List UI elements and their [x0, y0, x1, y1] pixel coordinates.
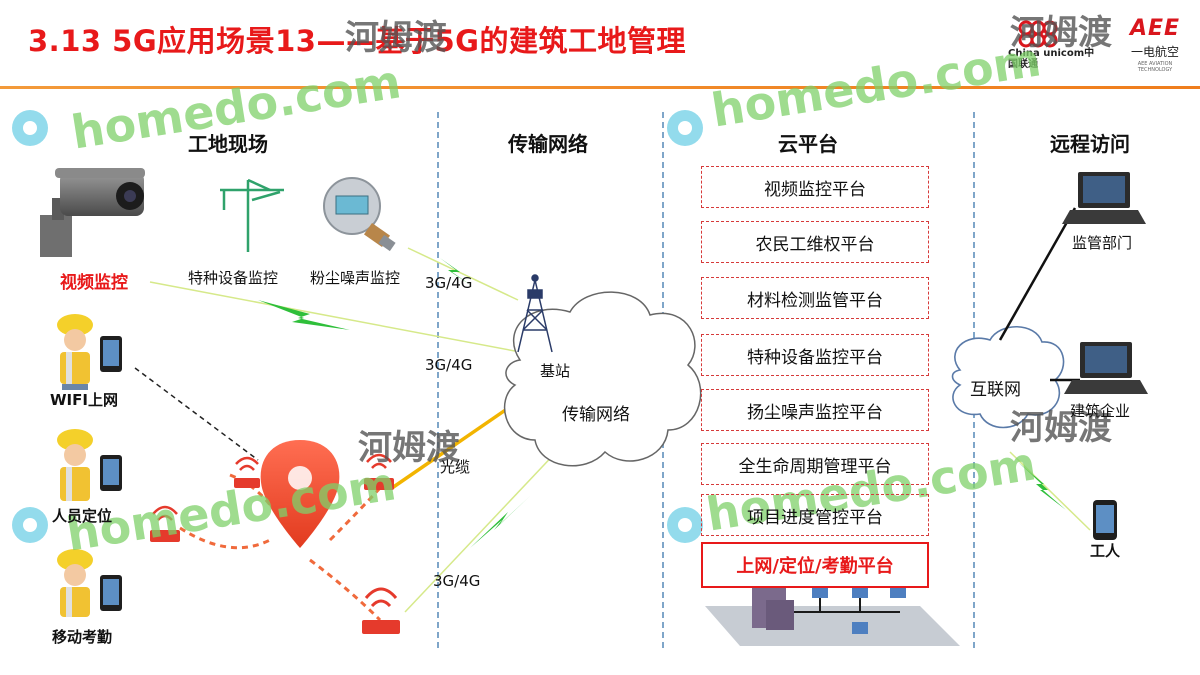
wireless-link-worker — [1009, 451, 1091, 531]
platform-box: 视频监控平台 — [701, 166, 929, 208]
worker-icon — [57, 429, 122, 501]
tower-crane-icon — [220, 178, 284, 252]
worker-icon — [57, 549, 122, 617]
base-station-tower-icon — [517, 274, 553, 353]
laptop-icon — [1062, 172, 1146, 224]
divider-site-network — [437, 112, 439, 648]
wireless-link-video — [149, 281, 521, 353]
label-transport-network: 传输网络 — [562, 405, 630, 425]
phone-icon — [1093, 500, 1117, 540]
heading-network: 传输网络 — [508, 132, 588, 156]
network-cloud — [504, 291, 702, 467]
aee-en-name: AEE AVIATION TECHNOLOGY — [1137, 61, 1173, 73]
label-internet: 互联网 — [970, 380, 1021, 400]
heading-site: 工地现场 — [188, 132, 268, 156]
pressure-sensor-icon — [323, 177, 396, 252]
worker-icon — [57, 314, 122, 390]
location-pin-icon — [260, 440, 340, 548]
server-room-icon — [705, 586, 960, 646]
watermark-cn: 河姆渡 — [1010, 13, 1112, 53]
aee-wordmark: AEE — [1129, 16, 1181, 41]
platform-box: 特种设备监控平台 — [701, 334, 929, 376]
heading-remote: 远程访问 — [1050, 132, 1130, 156]
laptop-icon — [1064, 342, 1148, 394]
wifi-router-icon — [364, 453, 394, 490]
label-base-station: 基站 — [540, 362, 571, 380]
wifi-router-icon — [234, 456, 260, 488]
wifi-router-icon — [362, 587, 400, 634]
header-rule — [0, 86, 1200, 89]
label-attendance: 移动考勤 — [52, 628, 113, 646]
watermark-flower-icon — [667, 507, 703, 543]
platform-box: 项目进度管控平台 — [701, 494, 929, 536]
surveillance-camera-icon — [40, 168, 145, 257]
watermark-cn: 河姆渡 — [345, 18, 447, 58]
platform-box: 农民工维权平台 — [701, 221, 929, 263]
label-special-equipment: 特种设备监控 — [188, 269, 279, 287]
label-construction-company: 建筑企业 — [1070, 402, 1131, 420]
watermark-cn: 河姆渡 — [358, 428, 460, 468]
unicom-wordmark: China unicom中国联通 — [1008, 48, 1095, 70]
platform-box: 材料检测监管平台 — [701, 277, 929, 319]
label-video-monitoring: 视频监控 — [60, 273, 128, 293]
aee-logo: AEE 一电航空 AEE AVIATION TECHNOLOGY — [1122, 16, 1188, 76]
label-link-3g4g: 3G/4G — [425, 274, 473, 292]
platform-box-highlight: 上网/定位/考勤平台 — [701, 542, 929, 588]
label-dust-noise: 粉尘噪声监控 — [310, 269, 401, 287]
watermark-flower-icon — [12, 110, 48, 146]
page-title: 3.13 5G应用场景13——基于5G的建筑工地管理 — [28, 24, 686, 58]
label-wifi: WIFI上网 — [50, 391, 118, 409]
aee-cn-name: 一电航空 — [1130, 45, 1179, 59]
watermark-flower-icon — [12, 507, 48, 543]
label-worker: 工人 — [1090, 542, 1121, 560]
label-fiber: 光缆 — [440, 458, 471, 476]
label-regulator: 监管部门 — [1072, 234, 1133, 252]
china-unicom-logo: China unicom中国联通 — [1008, 18, 1098, 76]
fiber-link — [391, 398, 521, 490]
platform-box: 全生命周期管理平台 — [701, 443, 929, 485]
wireless-link-dust — [407, 247, 519, 301]
wifi-router-icon — [150, 505, 180, 542]
internet-cloud — [951, 326, 1065, 429]
wifi-dashed-link — [134, 367, 259, 461]
unicom-knot-icon — [1018, 20, 1058, 48]
label-positioning: 人员定位 — [52, 507, 113, 525]
watermark-flower-icon — [667, 110, 703, 146]
wireless-link-attendance — [404, 447, 561, 613]
platform-box: 扬尘噪声监控平台 — [701, 389, 929, 431]
watermark-cn: 河姆渡 — [1010, 408, 1112, 448]
heading-cloud: 云平台 — [778, 132, 838, 156]
link-internet-regulator — [998, 207, 1077, 341]
label-link-3g4g: 3G/4G — [425, 356, 473, 374]
label-link-3g4g: 3G/4G — [433, 572, 481, 590]
